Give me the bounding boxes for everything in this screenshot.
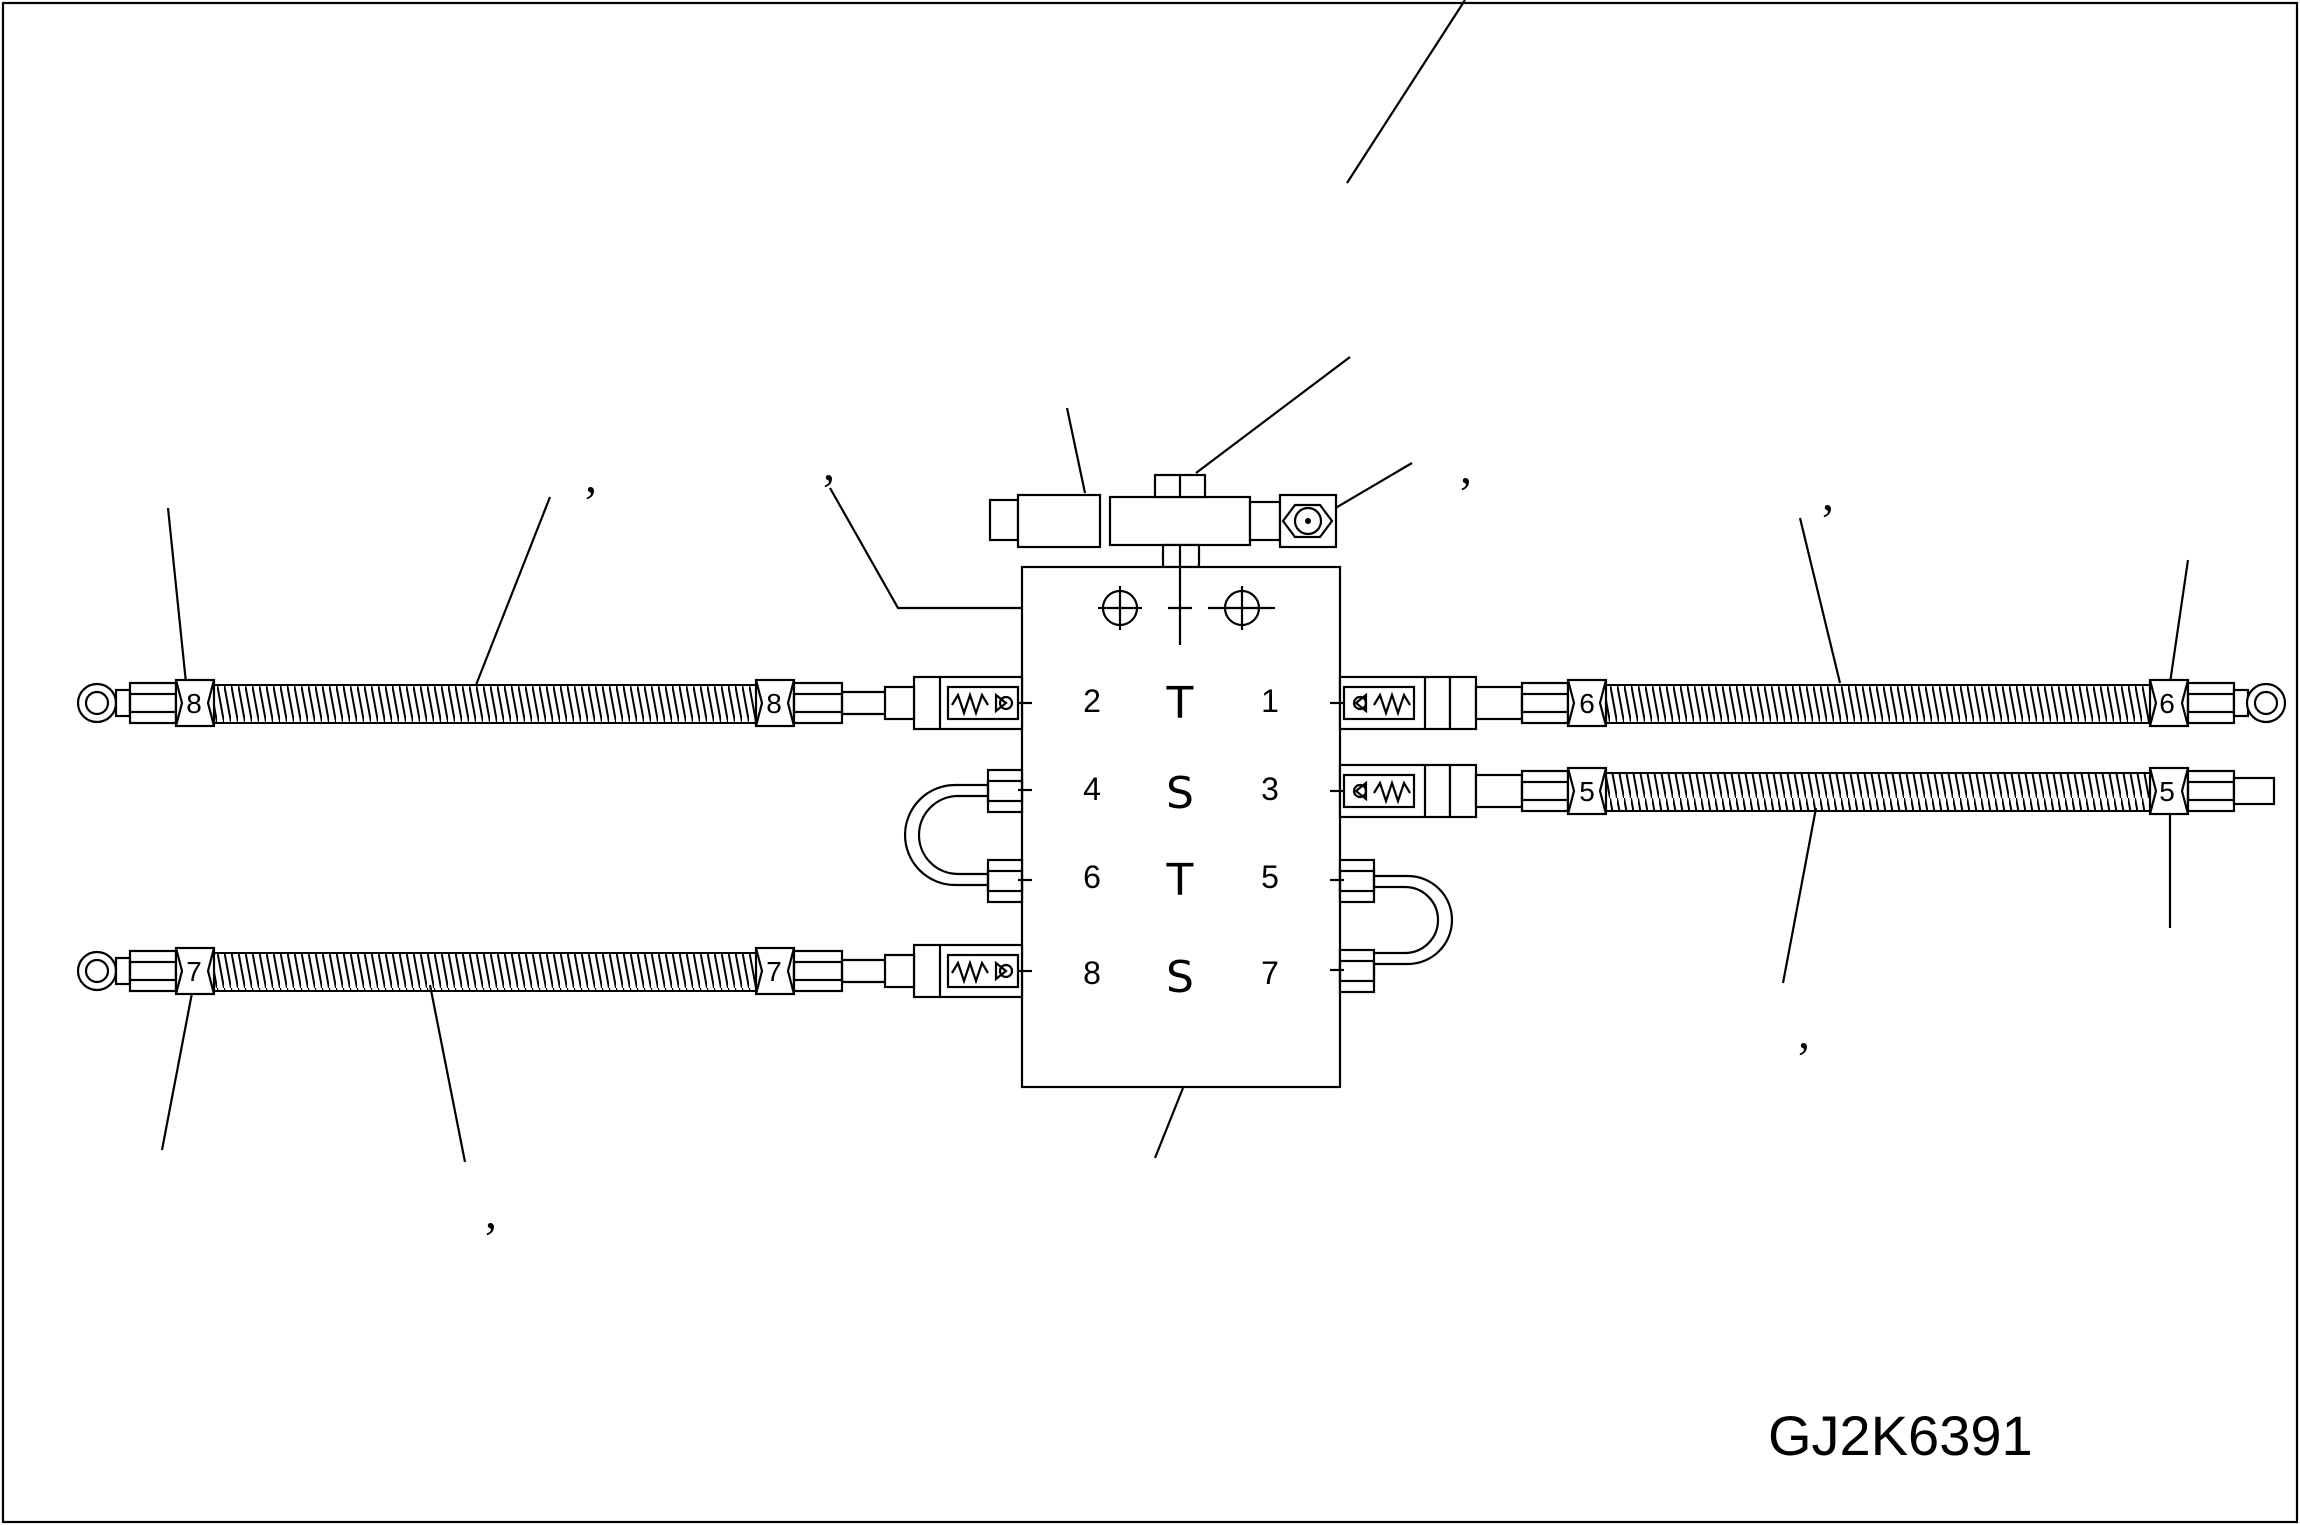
hose-7-mark: 7 [186, 956, 202, 987]
supply-symbol: S [1166, 952, 1194, 1003]
hose-5-mark: 5 [1579, 776, 1595, 807]
valve-block [1020, 545, 1342, 1089]
hose-8: 8 8 [76, 678, 885, 728]
leader-lines [160, 0, 2190, 1163]
comma-mark: , [585, 450, 597, 503]
port-5-label: 5 [1261, 859, 1279, 895]
hose-6-mark: 6 [2159, 688, 2175, 719]
port-2-label: 2 [1083, 683, 1101, 719]
right-fittings [1330, 675, 1524, 994]
tank-symbol: T [1166, 855, 1194, 906]
tank-symbol: T [1166, 678, 1194, 729]
comma-mark: , [823, 438, 835, 491]
hose-6-mark: 6 [1579, 688, 1595, 719]
left-fittings [883, 675, 1032, 999]
hose-5: 5 5 [1520, 766, 2276, 816]
port-6-label: 6 [1083, 859, 1101, 895]
hose-8-mark: 8 [186, 688, 202, 719]
port-1-label: 1 [1261, 683, 1279, 719]
comma-marks: , , , , , , [485, 438, 1834, 1239]
port-3-label: 3 [1261, 771, 1279, 807]
comma-mark: , [1822, 468, 1834, 521]
hose-7: 7 7 [76, 946, 885, 996]
hose-8-mark: 8 [766, 688, 782, 719]
port-7-label: 7 [1261, 955, 1279, 991]
hose-6: 6 6 [1520, 678, 2287, 728]
port-labels: 2 1 4 3 6 5 8 7 T S T S [1083, 678, 1279, 1003]
supply-symbol: S [1166, 768, 1194, 819]
comma-mark: , [1798, 1006, 1810, 1059]
hose-5-mark: 5 [2159, 776, 2175, 807]
top-valve-assembly [988, 473, 1338, 569]
comma-mark: , [485, 1186, 497, 1239]
port-8-label: 8 [1083, 955, 1101, 991]
hose-7-mark: 7 [766, 956, 782, 987]
port-4-label: 4 [1083, 771, 1101, 807]
comma-mark: , [1460, 441, 1472, 494]
drawing-code: GJ2K6391 [1768, 1404, 2033, 1467]
